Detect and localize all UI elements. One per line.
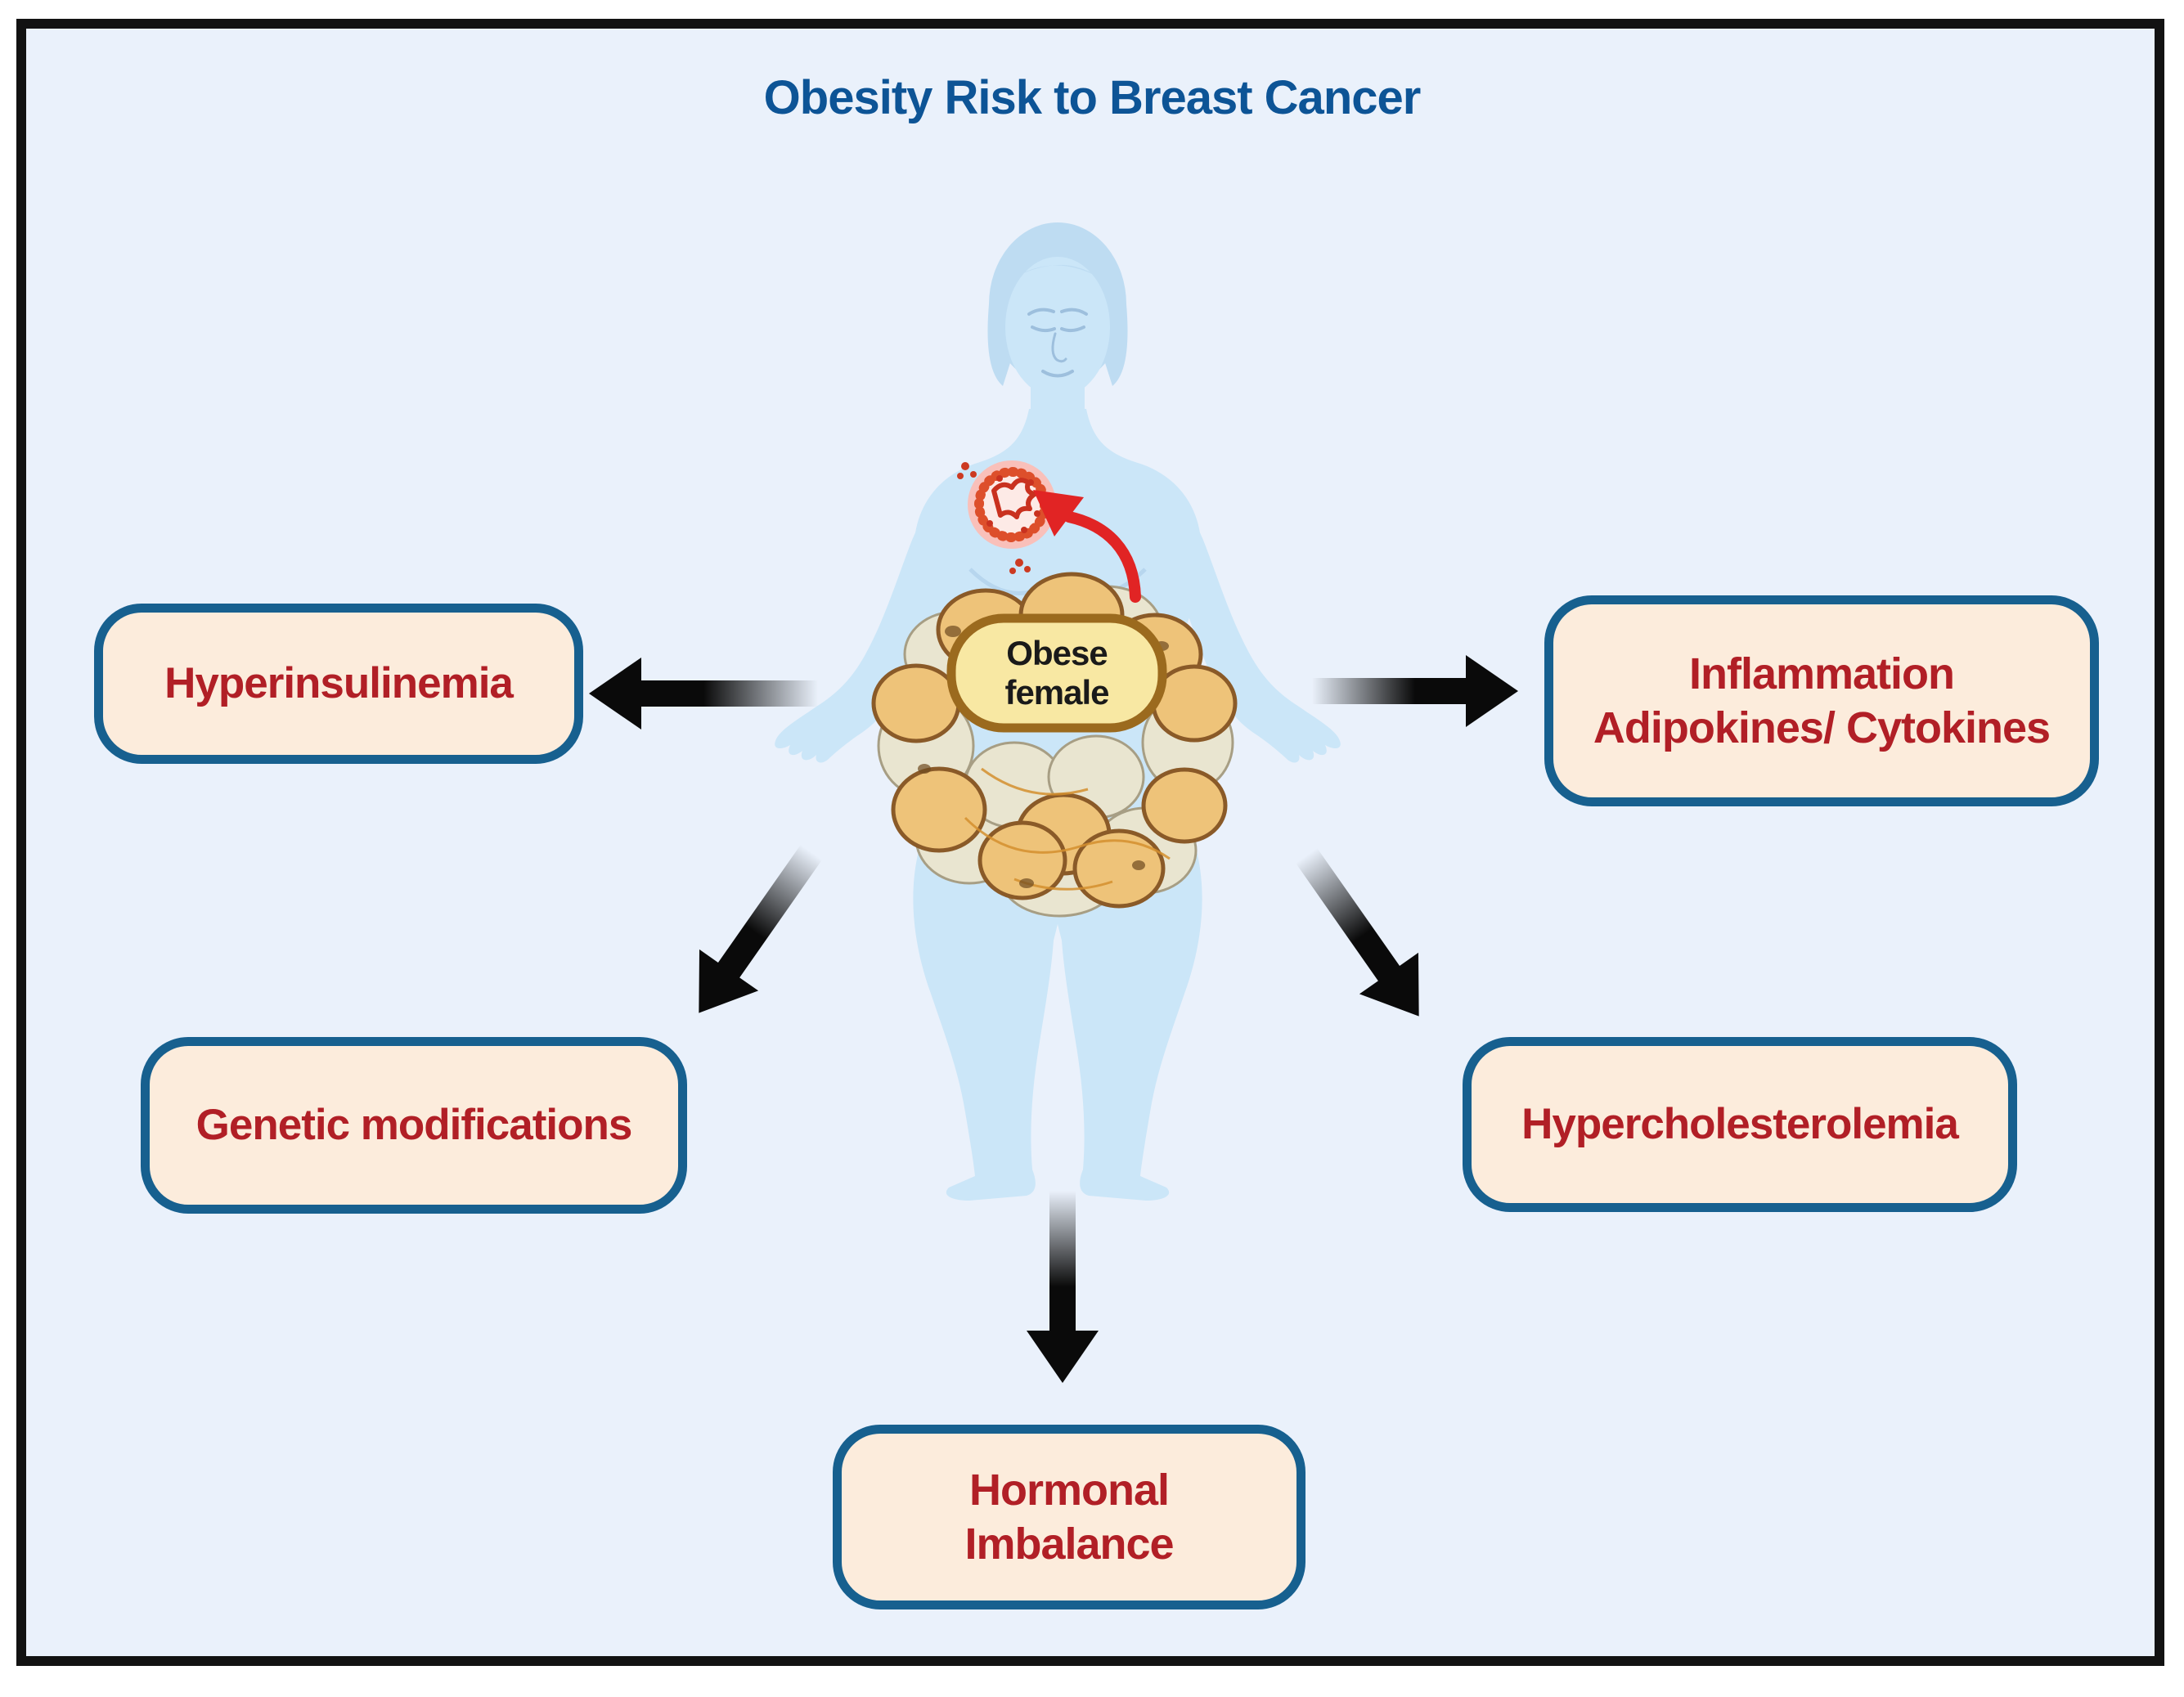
node-label: Genetic modifications xyxy=(195,1101,633,1149)
node-label: Hyperinsulinemia xyxy=(164,659,514,707)
page-title: Obesity Risk to Breast Cancer xyxy=(763,71,1422,124)
node-label: Hypercholesterolemia xyxy=(1521,1100,1959,1148)
node-hyperinsulinemia: Hyperinsulinemia xyxy=(94,604,583,764)
node-inflammation-adipokines-cytokines: Inflammation Adipokines/ Cytokines xyxy=(1544,595,2099,806)
node-hypercholesterolemia: Hypercholesterolemia xyxy=(1463,1037,2017,1212)
tumor-arrow-icon xyxy=(1033,490,1141,603)
breast-cancer-cell-icon xyxy=(957,460,1056,574)
arrow-to-hormonal-imbalance xyxy=(1027,1191,1099,1383)
arrow-to-genetic-modifications xyxy=(699,844,823,1013)
arrow-to-inflammation xyxy=(1312,655,1518,727)
obese-female-badge xyxy=(946,613,1167,733)
fat-cells-icon xyxy=(871,572,1238,918)
node-label-line-2: Adipokines/ Cytokines xyxy=(1593,703,2051,752)
node-hormonal-imbalance: Hormonal Imbalance xyxy=(833,1425,1305,1609)
node-label-line-1: Hormonal xyxy=(968,1466,1170,1515)
arrow-to-hypercholesterolemia xyxy=(1295,847,1419,1017)
badge-line-2: female xyxy=(1004,673,1109,712)
arrow-to-hyperinsulinemia xyxy=(589,658,818,730)
node-label-line-2: Imbalance xyxy=(964,1520,1174,1569)
obese-female-badge-label: Obese female xyxy=(951,618,1162,728)
badge-line-1: Obese xyxy=(1006,634,1108,672)
node-label-line-1: Inflammation xyxy=(1688,649,1955,698)
node-genetic-modifications: Genetic modifications xyxy=(141,1037,687,1214)
